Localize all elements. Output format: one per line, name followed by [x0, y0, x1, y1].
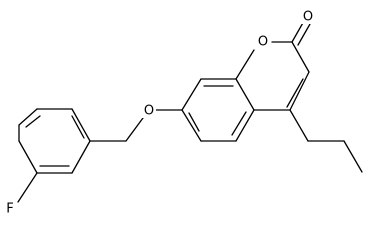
double-bond-inner: [71, 115, 85, 139]
double-bond-inner: [188, 112, 200, 132]
coumarin-benzo-ring: [181, 78, 255, 142]
bond: [291, 20, 305, 43]
double-bond-inner: [231, 111, 247, 136]
bond: [289, 71, 310, 111]
bond: [181, 78, 202, 111]
bond: [181, 109, 202, 142]
bond: [235, 49, 255, 80]
bond: [18, 140, 38, 174]
molecule-drawing: O O O F: [4, 9, 363, 217]
propyl-chain: [289, 109, 363, 173]
bond: [18, 108, 38, 126]
bond: [125, 117, 144, 142]
fluorine-label: F: [6, 202, 13, 217]
fluorophenyl-ring: [17, 108, 91, 203]
bond: [289, 109, 309, 142]
ether-oxygen-label: O: [144, 104, 154, 119]
bond: [291, 41, 310, 73]
bond: [71, 108, 91, 142]
bond: [17, 172, 38, 203]
bond: [235, 109, 255, 142]
pyranone-ring: [235, 20, 311, 111]
bond: [297, 23, 311, 46]
bond: [71, 140, 91, 174]
atom-labels: O O O F: [4, 10, 314, 217]
bond: [343, 140, 363, 173]
benzyl-ether-linker: [89, 109, 183, 142]
ring-oxygen-label: O: [258, 35, 268, 50]
double-bond-inner: [25, 115, 41, 128]
carbonyl-oxygen-label: O: [303, 10, 313, 25]
double-bond-inner: [286, 78, 304, 108]
structure-canvas: O O O F: [4, 9, 363, 217]
bond: [235, 78, 255, 111]
